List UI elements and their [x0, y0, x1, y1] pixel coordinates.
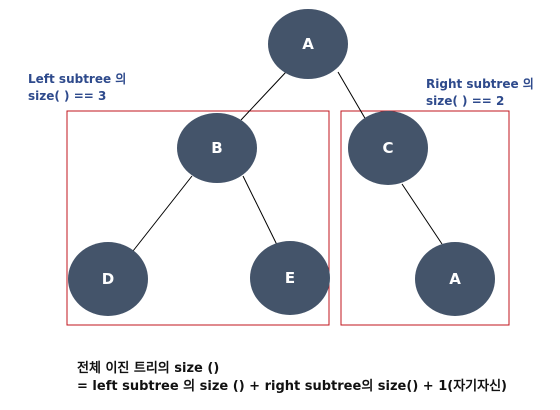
- node-b-label: B: [211, 139, 222, 157]
- node-leaf-a: A: [415, 242, 495, 316]
- edge-c-leaf-a: [401, 183, 443, 245]
- size-formula-caption: 전체 이진 트리의 size () = left subtree 의 size …: [77, 360, 507, 396]
- node-b-circle: [177, 113, 257, 183]
- right-subtree-box: [340, 110, 510, 326]
- node-root-circle: [268, 9, 348, 79]
- left-subtree-box: [66, 110, 330, 326]
- edge-b-d: [132, 175, 193, 252]
- edge-b-e: [242, 175, 281, 252]
- node-c-label: C: [382, 139, 393, 157]
- node-e: E: [250, 241, 330, 315]
- node-leaf-a-circle: [415, 242, 495, 316]
- node-root: A: [268, 9, 348, 79]
- right-subtree-annotation: Right subtree 의 size( ) == 2: [426, 76, 534, 110]
- node-root-label: A: [302, 35, 314, 53]
- right-subtree-annotation-line1: Right subtree 의: [426, 77, 534, 91]
- node-e-label: E: [285, 269, 295, 287]
- caption-line1: 전체 이진 트리의 size (): [77, 361, 220, 376]
- caption-line2: = left subtree 의 size () + right subtree…: [77, 379, 507, 394]
- node-c: C: [348, 111, 428, 185]
- left-subtree-annotation-line2: size( ) == 3: [28, 89, 107, 103]
- right-subtree-annotation-line2: size( ) == 2: [426, 94, 505, 108]
- node-d-label: D: [102, 270, 114, 288]
- node-d: D: [68, 242, 148, 316]
- left-subtree-annotation: Left subtree 의 size( ) == 3: [28, 71, 126, 105]
- node-c-circle: [348, 111, 428, 185]
- node-d-circle: [68, 242, 148, 316]
- left-subtree-annotation-line1: Left subtree 의: [28, 72, 127, 86]
- node-e-circle: [250, 241, 330, 315]
- node-leaf-a-label: A: [449, 270, 461, 288]
- edge-root-c: [337, 71, 367, 121]
- edge-root-b: [240, 71, 287, 121]
- node-b: B: [177, 113, 257, 183]
